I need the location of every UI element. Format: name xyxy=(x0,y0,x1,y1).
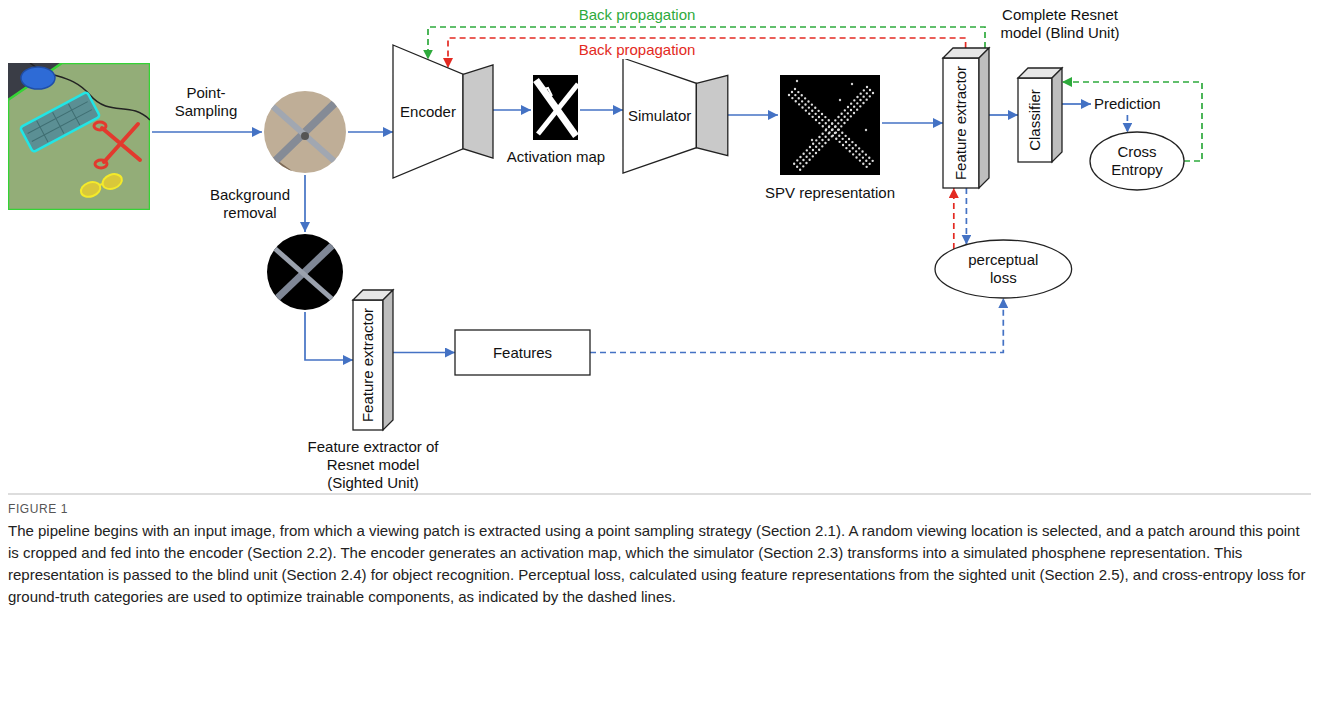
phosphene-image xyxy=(780,75,880,175)
flow-arrow xyxy=(728,114,778,116)
block-side xyxy=(383,290,393,430)
block-front xyxy=(623,58,696,173)
input-photo-part xyxy=(94,122,106,130)
flow-arrow xyxy=(1062,103,1091,105)
phosphene-image-part-part xyxy=(811,139,813,141)
flow-arrow xyxy=(493,109,531,111)
simulator-block: Simulator xyxy=(623,58,728,173)
activation-map-part xyxy=(538,84,578,134)
viewing-patch-part xyxy=(260,88,350,178)
flow-arrow xyxy=(882,122,943,124)
block-front xyxy=(353,300,383,430)
input-photo-part-part xyxy=(20,92,100,152)
caption-rule xyxy=(8,494,1311,495)
viewing-patch xyxy=(260,88,350,178)
background-removed-patch-part xyxy=(270,240,340,306)
input-photo-part xyxy=(95,160,107,168)
encoder-block: Encoder xyxy=(393,45,493,178)
phosphene-image-part-part xyxy=(865,129,867,131)
flow-arrow xyxy=(304,175,306,232)
node-label: Simulator xyxy=(628,107,691,125)
input-photo-part xyxy=(8,63,150,210)
block-side xyxy=(979,48,989,188)
feature-extractor-block: Feature extractorFeature extractor of Re… xyxy=(353,290,393,430)
node-label: Feature extractor xyxy=(952,66,970,180)
phosphene-image-part xyxy=(780,75,880,175)
block-side xyxy=(463,65,493,158)
output-label: Prediction xyxy=(1094,95,1161,113)
input-photo xyxy=(8,63,150,210)
connector xyxy=(428,27,985,60)
flow-arrow xyxy=(305,312,353,360)
input-photo-part xyxy=(21,67,55,89)
phosphene-image-part-part xyxy=(796,80,798,82)
input-photo-part xyxy=(20,92,100,152)
loss-ellipse: perceptual loss xyxy=(935,240,1072,298)
edge-label: Back propagation xyxy=(576,6,699,24)
input-photo-part-part xyxy=(100,184,103,185)
connector xyxy=(966,188,968,245)
phosphene-image-part-part xyxy=(797,93,873,173)
image-label: SPV representation xyxy=(765,184,895,202)
viewing-patch-part xyxy=(270,104,342,168)
phosphene-image-part-part xyxy=(839,99,841,101)
block-front xyxy=(1018,78,1052,162)
image-label: Activation map xyxy=(507,148,605,166)
feature-box: Features xyxy=(455,330,590,375)
ellipse-outline xyxy=(935,240,1072,298)
background-removed-patch xyxy=(267,234,343,310)
activation-map-part xyxy=(540,88,552,96)
edge-label: Back propagation xyxy=(576,41,699,59)
input-photo-part xyxy=(79,172,124,200)
input-photo-part-part xyxy=(79,179,103,199)
input-photo-part-part xyxy=(100,172,124,192)
flow-arrow xyxy=(348,131,393,133)
node-label: perceptual loss xyxy=(957,251,1049,287)
node-label: Feature extractor xyxy=(359,308,377,422)
node-label: Classifier xyxy=(1026,89,1044,151)
block-side xyxy=(1052,68,1062,162)
unit-caption: Feature extractor of Resnet model (Sight… xyxy=(304,438,442,492)
node-label: Cross Entropy xyxy=(1106,143,1168,179)
connector xyxy=(590,298,1003,353)
flow-arrow xyxy=(580,109,623,111)
phosphene-image-part-part xyxy=(851,83,853,85)
block-front xyxy=(943,58,979,188)
flow-arrow xyxy=(152,131,262,133)
figure-number: FIGURE 1 xyxy=(8,500,68,518)
phosphene-image-part-part xyxy=(791,87,867,167)
activation-map xyxy=(533,75,578,140)
phosphene-image-part-part xyxy=(794,90,870,170)
phosphene-image-part xyxy=(789,87,875,173)
background-removed-patch-part xyxy=(267,234,343,310)
viewing-patch-part xyxy=(301,132,309,140)
step-label: Point-Sampling xyxy=(166,84,246,120)
node-label: Encoder xyxy=(400,103,456,121)
step-label: Background removal xyxy=(205,186,295,222)
feature-extractor-block: Feature extractor xyxy=(943,48,989,188)
connector xyxy=(393,352,455,354)
activation-map-part xyxy=(533,75,578,140)
block-front xyxy=(393,45,463,178)
input-photo-part xyxy=(102,124,140,162)
connector xyxy=(989,114,1018,116)
background-removed-patch-part-part xyxy=(272,246,340,306)
block-side xyxy=(696,75,727,156)
connector xyxy=(953,188,955,249)
box-outline xyxy=(455,330,590,375)
node-label: Features xyxy=(493,344,552,362)
input-photo-part xyxy=(8,63,150,210)
group-label: Complete Resnet model (Blind Unit) xyxy=(995,6,1125,42)
figure-caption: The pipeline begins with an input image,… xyxy=(8,520,1308,608)
loss-ellipse: Cross Entropy xyxy=(1090,132,1184,190)
ellipse-outline xyxy=(1090,132,1184,190)
input-photo-part-part xyxy=(24,95,95,148)
phosphene-image-part xyxy=(796,80,867,141)
classifier-block: Classifier xyxy=(1018,68,1062,162)
loss-arrow xyxy=(1127,115,1129,133)
connector xyxy=(448,38,966,68)
